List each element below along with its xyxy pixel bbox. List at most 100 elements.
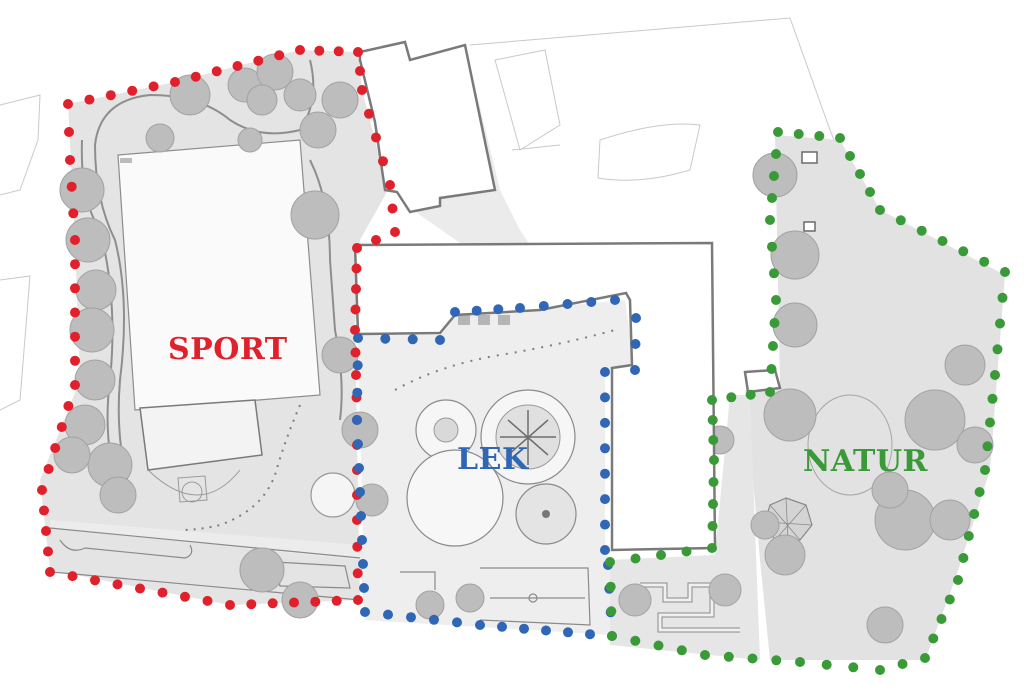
boundary-dot	[225, 600, 235, 610]
boundary-dot	[605, 557, 615, 567]
boundary-dot	[43, 464, 54, 474]
boundary-dot	[371, 235, 381, 245]
boundary-dot	[246, 599, 257, 610]
boundary-dot	[845, 151, 855, 161]
boundary-dot	[600, 468, 610, 479]
boundary-dot	[352, 568, 363, 579]
boundary-dot	[112, 579, 123, 590]
boundary-dot	[267, 598, 278, 609]
boundary-dot	[64, 127, 74, 137]
zone-label-sport: SPORT	[168, 332, 288, 367]
boundary-dot	[355, 487, 365, 497]
boundary-dot	[314, 45, 325, 56]
boundary-dot	[707, 543, 717, 553]
boundary-dot	[67, 571, 78, 582]
boundary-dot	[958, 553, 969, 563]
boundary-dot	[519, 623, 529, 634]
boundary-dot	[747, 653, 758, 664]
boundary-dot	[353, 595, 363, 605]
boundary-dot	[606, 606, 617, 617]
boundary-dot	[585, 629, 595, 640]
boundary-dot	[771, 149, 781, 159]
boundary-dot	[378, 156, 388, 167]
boundary-dot	[630, 339, 641, 349]
boundary-dot	[953, 575, 963, 585]
boundary-dot	[274, 50, 285, 61]
meadow-ellipse	[807, 394, 893, 496]
boundary-dot	[631, 313, 641, 323]
boundary-dot	[475, 620, 485, 630]
natur-details	[640, 151, 893, 633]
boundary-dot	[726, 392, 737, 403]
boundary-dot	[352, 243, 362, 253]
boundary-dot	[920, 653, 930, 663]
natur-boundary	[605, 127, 1010, 675]
boundary-dot	[350, 347, 361, 358]
small-annex	[743, 368, 782, 394]
boundary-dot	[768, 341, 778, 351]
boundary-dot	[385, 180, 395, 190]
boundary-dot	[708, 477, 719, 487]
boundary-dot	[708, 499, 718, 509]
boundary-dot	[814, 131, 825, 141]
boundary-dot	[605, 581, 616, 592]
boundary-dot	[865, 187, 875, 197]
boundary-dot	[630, 553, 641, 564]
boundary-dot	[987, 393, 998, 404]
boundary-dot	[63, 401, 74, 411]
boundary-dot	[767, 193, 777, 203]
boundary-dot	[351, 284, 361, 294]
boundary-dot	[41, 526, 51, 536]
boundary-dot	[380, 333, 391, 344]
boundary-dot	[353, 47, 363, 57]
boundary-dot	[65, 155, 75, 165]
boundary-dot	[958, 246, 969, 257]
boundary-dot	[821, 659, 832, 670]
boundary-dot	[630, 635, 641, 646]
boundary-dot	[383, 609, 393, 620]
boundary-dot	[63, 99, 73, 109]
boundary-dot	[471, 305, 482, 316]
boundary-dot	[897, 659, 908, 669]
boundary-dot	[211, 66, 222, 77]
boundary-dot	[936, 614, 947, 624]
boundary-dot	[974, 487, 985, 497]
boundary-dot	[600, 545, 610, 555]
boundary-dot	[435, 335, 445, 345]
boundary-dot	[352, 360, 363, 371]
boundary-dot	[354, 463, 364, 473]
boundary-dot	[980, 465, 990, 475]
boundary-dot	[352, 415, 362, 425]
boundary-dot	[39, 505, 49, 516]
boundary-dot	[497, 621, 507, 632]
boundary-dot	[835, 133, 845, 143]
boundary-dot	[610, 295, 620, 305]
boundary-dot	[450, 307, 460, 317]
boundary-dot	[600, 367, 610, 377]
boundary-dot	[607, 631, 617, 641]
boundary-dot	[707, 395, 717, 405]
boundary-dot	[70, 235, 80, 245]
boundary-dot	[969, 509, 980, 519]
boundary-dot	[68, 208, 79, 219]
boundary-dot	[944, 594, 955, 605]
boundary-dot	[963, 531, 974, 541]
boundary-dot	[452, 617, 462, 628]
boundary-dot	[70, 259, 80, 270]
boundary-dot	[745, 389, 756, 400]
boundary-dot	[406, 612, 416, 623]
boundary-dot	[333, 46, 344, 57]
boundary-dot	[723, 651, 734, 662]
boundary-dot	[875, 665, 885, 675]
boundary-dot	[600, 417, 610, 428]
basketball-court	[147, 469, 241, 503]
boundary-dot	[253, 55, 264, 66]
boundary-dot	[66, 181, 77, 192]
boundary-dot	[765, 215, 775, 225]
boundary-dot	[985, 417, 995, 428]
boundary-dot	[289, 597, 299, 608]
boundary-dot	[493, 304, 504, 315]
boundary-dot	[992, 344, 1003, 355]
boundary-dot	[875, 205, 885, 215]
